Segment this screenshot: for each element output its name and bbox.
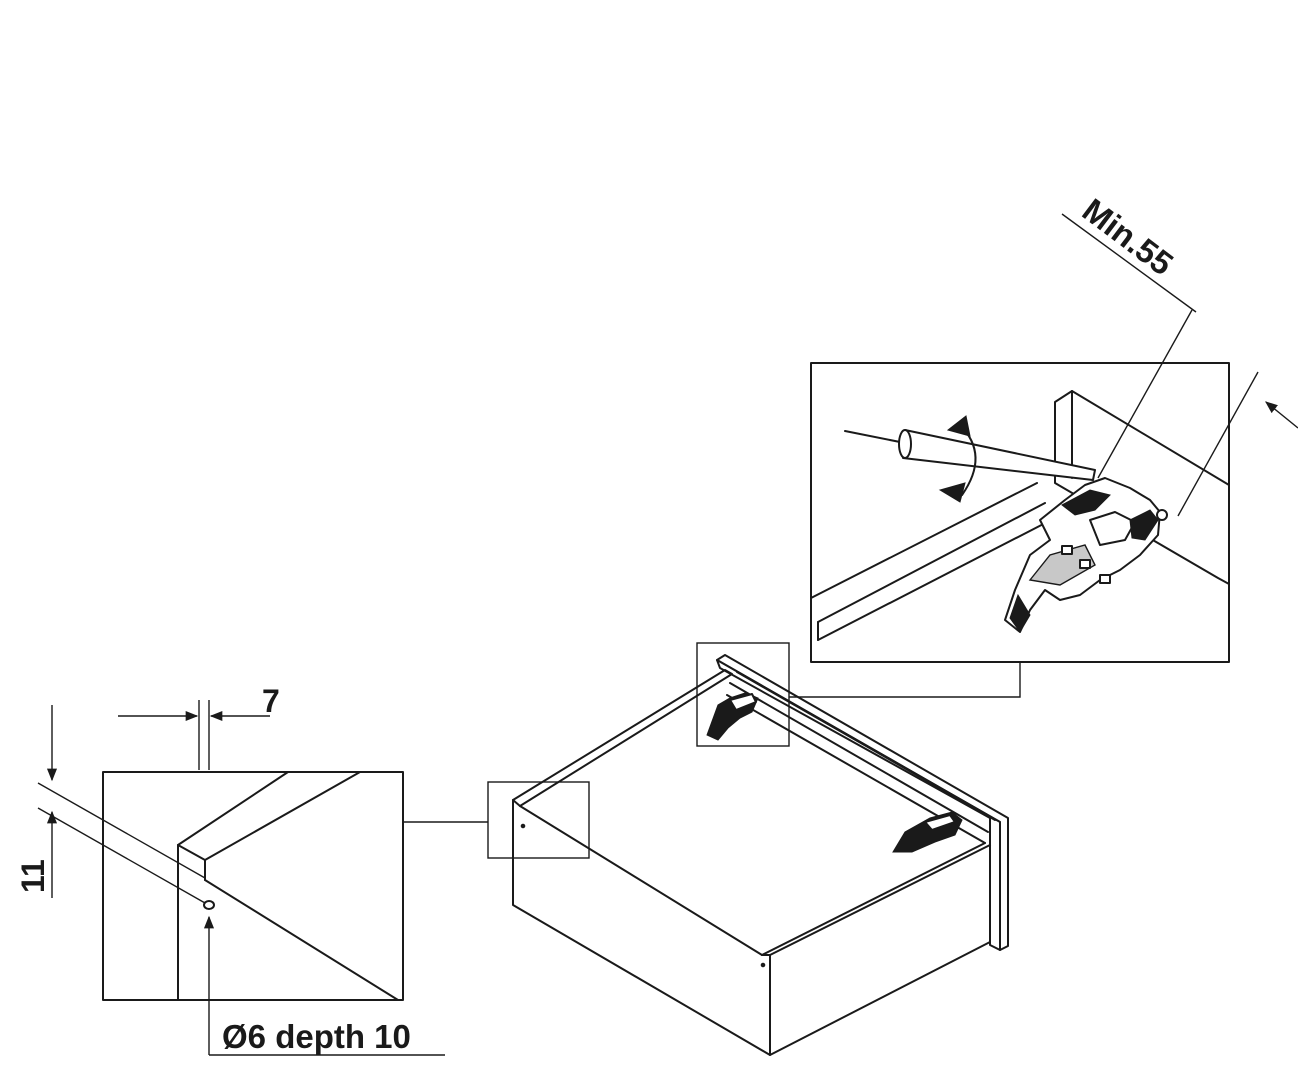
dimension-11: 11: [15, 705, 58, 898]
dimension-11-label: 11: [15, 859, 51, 893]
drawer-isometric: [487, 642, 1009, 1056]
dimension-7-label: 7: [262, 683, 280, 719]
dimension-7: 7: [118, 683, 280, 770]
min55-label: Min.55: [1076, 191, 1180, 282]
drawer-clip-icon: [892, 811, 963, 853]
adjustment-detail-panel: [810, 362, 1230, 663]
hole-spec-callout: Ø6 depth 10: [203, 915, 445, 1056]
screwdriver-icon: [844, 429, 1096, 481]
rotate-arrow-icon: [938, 415, 977, 503]
drill-hole: [203, 900, 215, 910]
hole-spec-label: Ø6 depth 10: [222, 1018, 411, 1055]
drawer-clip-icon: [1004, 477, 1168, 633]
hole-detail-panel: [37, 771, 404, 1001]
drawer-clip-icon: [706, 692, 759, 741]
